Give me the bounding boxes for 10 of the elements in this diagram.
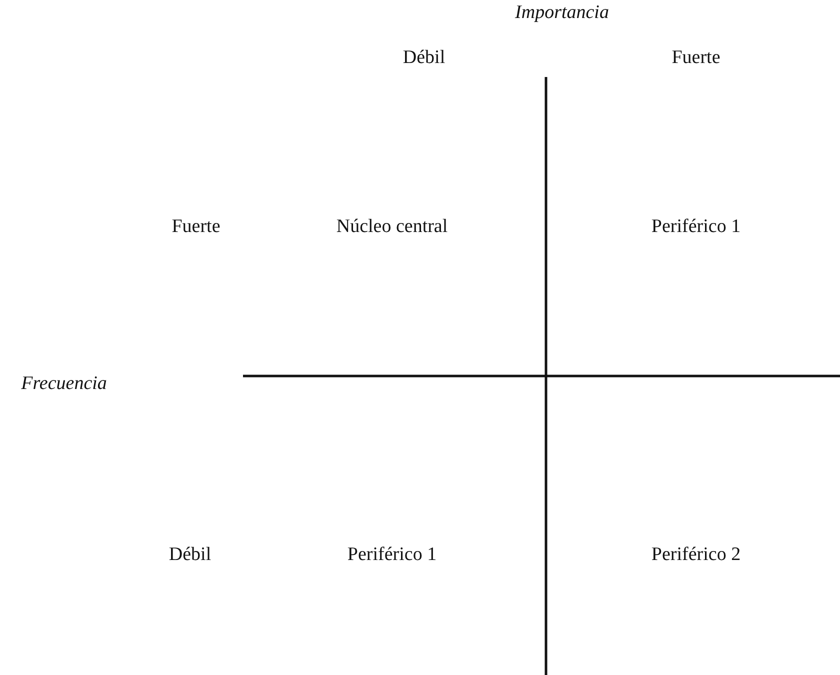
- column-header: Débil: [402, 47, 446, 69]
- quadrant-label: Periférico 2: [651, 544, 741, 566]
- axis-title: Frecuencia: [21, 373, 107, 395]
- quadrant-label: Periférico 1: [347, 544, 437, 566]
- quadrant-label: Núcleo central: [336, 216, 448, 238]
- column-header: Fuerte: [672, 47, 720, 69]
- axis-title: Importancia: [515, 2, 609, 24]
- row-header: Débil: [168, 544, 212, 566]
- quadrant-label: Periférico 1: [651, 216, 741, 238]
- row-header: Fuerte: [172, 216, 220, 238]
